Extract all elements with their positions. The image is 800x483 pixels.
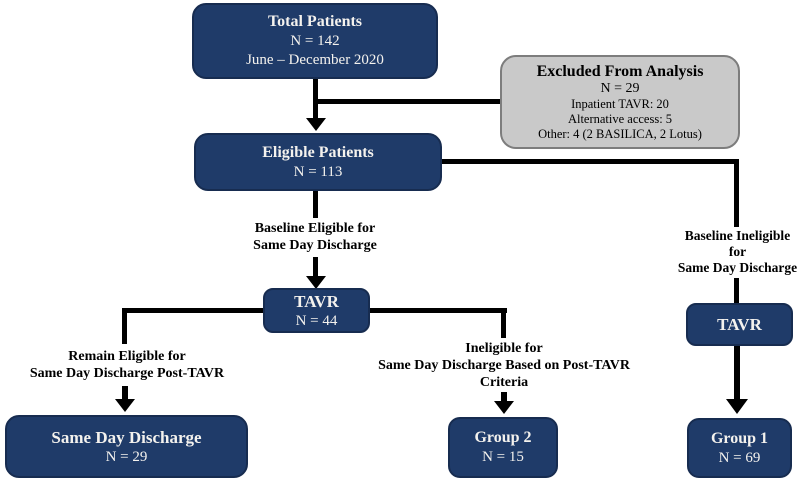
node-count: N = 69 bbox=[718, 449, 761, 466]
arrowhead-same-day-discharge bbox=[115, 399, 135, 412]
connector-left-branch-lower bbox=[122, 386, 128, 400]
node-same-day-discharge: Same Day Discharge N = 29 bbox=[5, 415, 248, 478]
edge-label-line: Baseline Eligible for bbox=[254, 221, 376, 236]
node-title: TAVR bbox=[717, 314, 762, 334]
edge-label-baseline-eligible: Baseline Eligible for Same Day Discharge bbox=[215, 221, 415, 255]
node-count: N = 15 bbox=[482, 449, 524, 466]
node-group-1: Group 1 N = 69 bbox=[687, 418, 792, 478]
node-title: Eligible Patients bbox=[262, 143, 374, 161]
node-group-2: Group 2 N = 15 bbox=[448, 417, 558, 478]
connector-eligible-down-upper bbox=[313, 191, 318, 218]
node-tavr-sdd-pathway: TAVR N = 44 bbox=[263, 288, 370, 333]
node-total-patients: Total Patients N = 142 June – December 2… bbox=[192, 3, 438, 79]
connector-total-to-excluded bbox=[315, 99, 500, 104]
edge-label-line: Baseline Ineligible bbox=[684, 228, 791, 243]
excluded-reason: Inpatient TAVR: 20 bbox=[571, 97, 669, 112]
node-eligible-patients: Eligible Patients N = 113 bbox=[194, 133, 442, 191]
edge-label-line: Criteria bbox=[479, 374, 529, 390]
node-title: Group 2 bbox=[474, 429, 532, 447]
node-count: N = 142 bbox=[290, 33, 340, 50]
node-title: Same Day Discharge bbox=[51, 427, 202, 447]
connector-eligible-down-lower bbox=[313, 257, 318, 277]
connector-right-column-upper bbox=[734, 159, 739, 227]
node-title: TAVR bbox=[294, 291, 339, 311]
connector-mid-branch-upper bbox=[501, 308, 506, 338]
excluded-reason: Other: 4 (2 BASILICA, 2 Lotus) bbox=[538, 127, 702, 142]
node-count: N = 29 bbox=[105, 448, 148, 465]
node-count: N = 44 bbox=[295, 312, 338, 329]
edge-label-line: Same Day Discharge Post-TAVR bbox=[29, 365, 225, 381]
edge-label-line: Same Day Discharge bbox=[677, 260, 798, 276]
connector-right-column-lower bbox=[734, 278, 739, 304]
node-count: N = 113 bbox=[293, 163, 343, 180]
edge-label-line: Remain Eligible for bbox=[68, 349, 186, 364]
node-count: N = 29 bbox=[600, 80, 640, 96]
edge-label-line: for bbox=[728, 244, 747, 260]
edge-label-line: Ineligible for bbox=[465, 341, 543, 356]
connector-mid-branch-lower bbox=[501, 392, 507, 402]
edge-label-line: Same Day Discharge Based on Post-TAVR bbox=[378, 357, 630, 373]
arrowhead-group2 bbox=[494, 401, 514, 414]
edge-label-baseline-ineligible: Baseline Ineligible for Same Day Dischar… bbox=[650, 228, 800, 277]
arrowhead-tavr-center bbox=[306, 276, 326, 289]
arrowhead-group1 bbox=[726, 399, 748, 414]
connector-eligible-to-right-column bbox=[442, 159, 738, 164]
node-period: June – December 2020 bbox=[246, 52, 384, 68]
arrowhead-eligible bbox=[306, 118, 326, 131]
excluded-reason: Alternative access: 5 bbox=[567, 112, 673, 127]
node-tavr-standard-pathway: TAVR bbox=[686, 303, 793, 346]
node-title: Excluded From Analysis bbox=[536, 62, 704, 80]
connector-left-branch-upper bbox=[122, 308, 127, 344]
node-excluded-from-analysis: Excluded From Analysis N = 29 Inpatient … bbox=[500, 55, 740, 149]
node-title: Group 1 bbox=[710, 429, 769, 447]
edge-label-line: Same Day Discharge bbox=[253, 237, 377, 253]
edge-label-ineligible-post-tavr: Ineligible for Same Day Discharge Based … bbox=[358, 341, 650, 391]
node-title: Total Patients bbox=[267, 13, 363, 31]
edge-label-remain-eligible: Remain Eligible for Same Day Discharge P… bbox=[5, 349, 249, 383]
connector-tavr-right-to-group1 bbox=[734, 346, 740, 400]
